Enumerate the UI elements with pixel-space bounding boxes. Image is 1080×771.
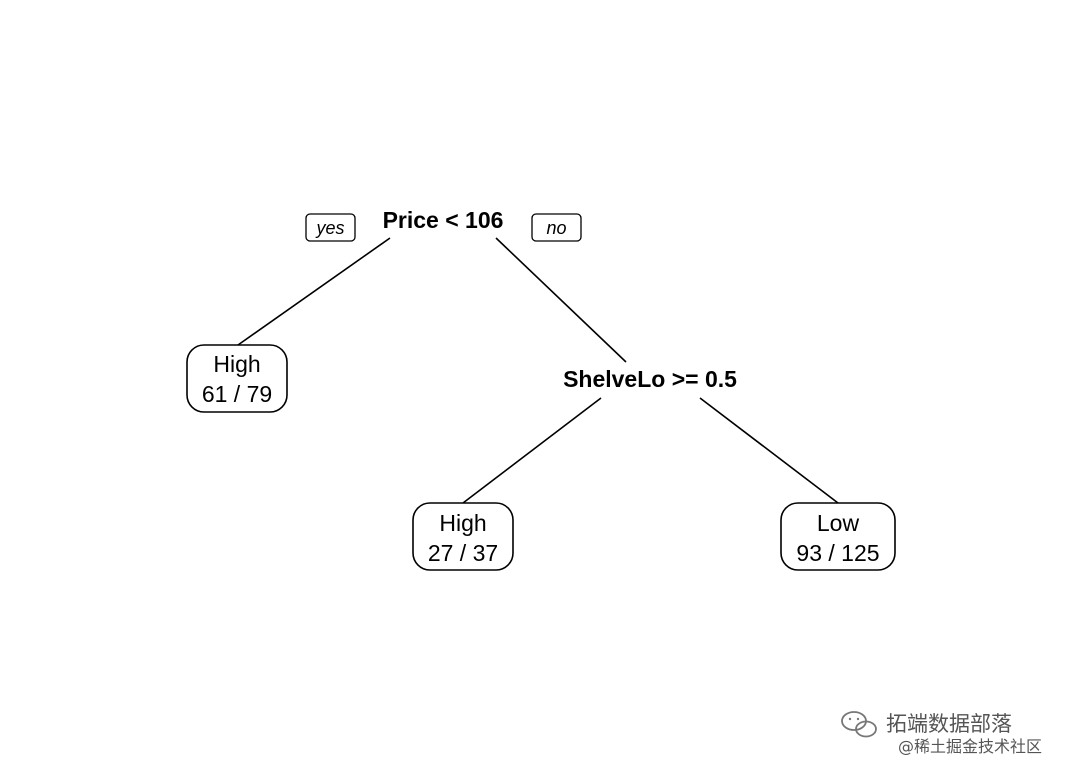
no-branch-label: no: [531, 213, 582, 242]
leaf-node-middle: High 27 / 37: [412, 502, 514, 571]
leaf-node-left: High 61 / 79: [186, 344, 288, 413]
watermark: 拓端数据部落 @稀土掘金技术社区: [841, 711, 1042, 756]
leaf-left-class: High: [213, 351, 260, 377]
edge-root-to-left-leaf: [237, 237, 391, 346]
wechat-icon: [841, 711, 877, 738]
watermark-subtitle: @稀土掘金技术社区: [898, 737, 1042, 756]
root-split-label: Price < 106: [383, 207, 504, 233]
edge-right-node-to-right-leaf: [699, 397, 839, 504]
leaf-mid-count: 27 / 37: [428, 540, 498, 566]
right-node-split-label: ShelveLo >= 0.5: [563, 366, 737, 392]
yes-branch-label: yes: [305, 213, 356, 242]
edge-right-node-to-mid-leaf: [462, 397, 602, 504]
leaf-right-count: 93 / 125: [796, 540, 879, 566]
leaf-right-class: Low: [817, 510, 860, 536]
leaf-node-right: Low 93 / 125: [780, 502, 896, 571]
yes-label-text: yes: [314, 218, 344, 238]
leaf-left-count: 61 / 79: [202, 381, 272, 407]
no-label-text: no: [546, 218, 566, 238]
leaf-mid-class: High: [439, 510, 486, 536]
edge-root-to-right-node: [495, 237, 627, 363]
watermark-title: 拓端数据部落: [886, 712, 1012, 736]
